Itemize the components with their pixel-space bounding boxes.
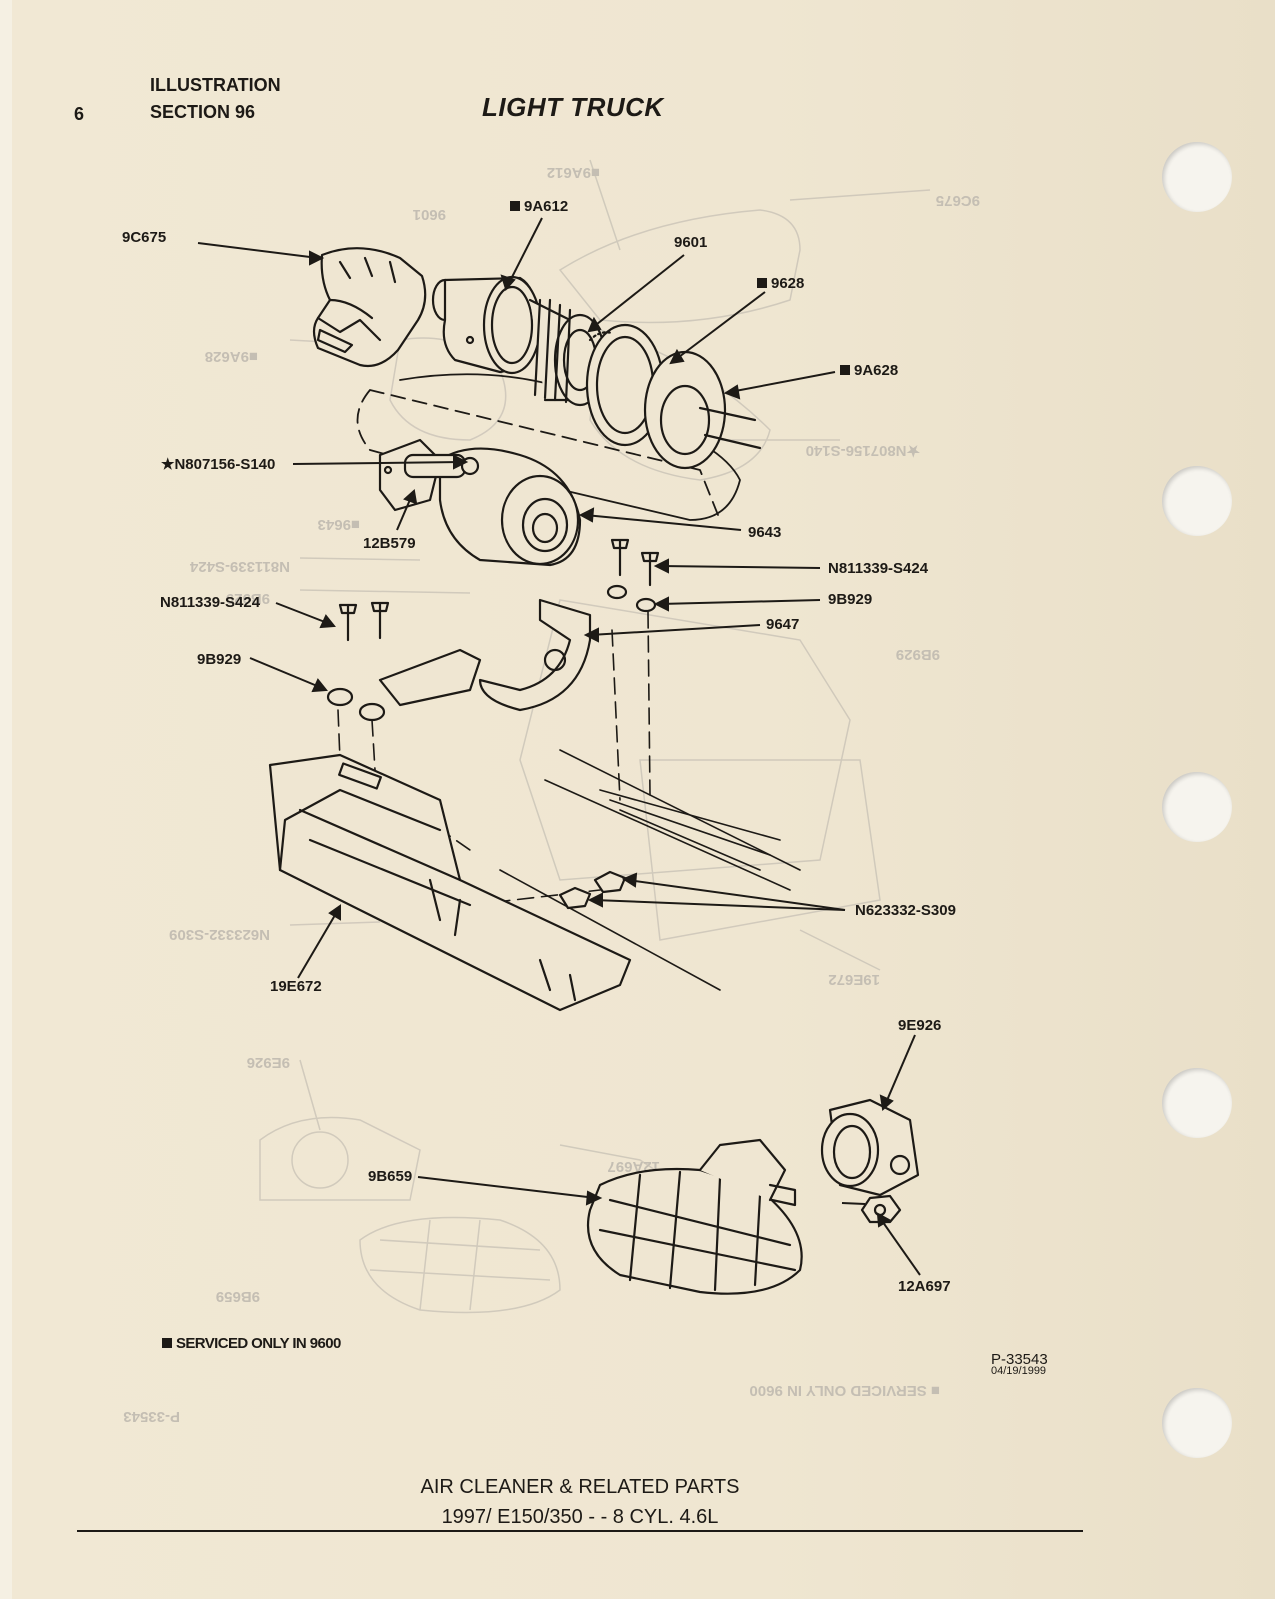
callout-9643: 9643	[748, 524, 782, 541]
callout-9B659: 9B659	[368, 1168, 413, 1185]
svg-text:N811339-S424: N811339-S424	[189, 558, 290, 575]
part-9A612-cleaner-body	[431, 275, 542, 375]
svg-text:9B659: 9B659	[216, 1288, 260, 1305]
binder-hole	[1162, 1068, 1232, 1138]
serviced-marker-icon	[840, 365, 850, 375]
callout-9B929-left: 9B929	[197, 651, 242, 668]
svg-text:P-33543: P-33543	[123, 1408, 180, 1425]
binder-hole	[1162, 772, 1232, 842]
svg-text:9601: 9601	[413, 206, 446, 223]
drawing-date: 04/19/1999	[991, 1365, 1047, 1377]
page-edge	[0, 0, 12, 1599]
callout-9628-text: 9628	[771, 275, 805, 292]
svg-text:■9A628: ■9A628	[205, 348, 258, 365]
part-9A628-end-cover	[643, 350, 762, 470]
svg-text:19E672: 19E672	[828, 971, 880, 988]
callout-9628: 9628	[757, 275, 804, 292]
serviced-note: SERVICED ONLY IN 9600	[162, 1335, 341, 1352]
binder-hole	[1162, 466, 1232, 536]
callout-9A612-text: 9A612	[524, 198, 569, 215]
part-9B929-left-grommets	[326, 687, 386, 722]
callout-N623332-S309: N623332-S309	[855, 902, 956, 919]
part-9647-bracket	[378, 598, 592, 712]
svg-text:9B929: 9B929	[226, 590, 270, 607]
svg-text:9E926: 9E926	[247, 1054, 290, 1071]
callout-9E926: 9E926	[898, 1017, 942, 1034]
part-9C675-inlet-duct	[312, 247, 427, 368]
callout-9A612: 9A612	[510, 198, 568, 215]
serviced-note-text: SERVICED ONLY IN 9600	[176, 1335, 341, 1352]
svg-text:N623332-S309: N623332-S309	[169, 926, 270, 943]
part-N623332-S309-nuts	[558, 870, 627, 910]
svg-text:■9A612: ■9A612	[547, 164, 600, 181]
footer-title: AIR CLEANER & RELATED PARTS	[420, 1476, 740, 1498]
serviced-marker-icon	[757, 278, 767, 288]
serviced-marker-icon	[162, 1338, 172, 1348]
part-9601-filter-element	[528, 298, 607, 407]
callout-9A628-text: 9A628	[854, 362, 899, 379]
svg-text:9B929: 9B929	[896, 646, 940, 663]
page-number: 6	[74, 104, 85, 124]
callout-N807156-S140: ★N807156-S140	[161, 456, 276, 473]
binder-hole	[1162, 1388, 1232, 1458]
binder-hole	[1162, 142, 1232, 212]
housing-outline-dashed	[356, 389, 721, 521]
callout-12B579: 12B579	[363, 535, 416, 552]
callout-N811339-S424-left: N811339-S424	[160, 594, 261, 611]
part-N811339-S424-left-screws	[338, 601, 390, 642]
page-title: LIGHT TRUCK	[482, 92, 664, 122]
callout-9647: 9647	[766, 616, 800, 633]
callout-9A628: 9A628	[840, 362, 898, 379]
svg-text:9C675: 9C675	[936, 192, 980, 209]
section-label: SECTION 96	[150, 102, 256, 122]
svg-text:★N807156-S140: ★N807156-S140	[806, 442, 920, 459]
callout-19E672: 19E672	[270, 978, 322, 995]
svg-text:■9643: ■9643	[318, 516, 360, 533]
part-N811339-S424-right-screws	[610, 538, 660, 587]
callout-9601: 9601	[674, 234, 708, 251]
part-9E926-adapter	[820, 1098, 920, 1197]
footer-rule	[77, 1530, 1083, 1532]
part-9B929-right-grommets	[606, 584, 657, 613]
svg-text:■ SERVICED ONLY IN 9600: ■ SERVICED ONLY IN 9600	[749, 1382, 940, 1399]
part-9643-housing	[438, 447, 582, 567]
callout-9C675: 9C675	[122, 229, 167, 246]
callout-leaders	[197, 217, 921, 1276]
serviced-marker-icon	[510, 201, 520, 211]
callout-9B929-right: 9B929	[828, 591, 873, 608]
bleed-through-text: ■9A612 9C675 9601 ■9A628 ★N807156-S140 ■…	[123, 164, 980, 1425]
part-12B579-sensor	[378, 438, 480, 512]
illustration-label: ILLUSTRATION	[150, 75, 281, 95]
drawing-number: P-33543	[991, 1351, 1048, 1368]
engine-rails	[499, 749, 801, 991]
footer-subtitle: 1997/ E150/350 - - 8 CYL. 4.6L	[441, 1506, 719, 1528]
callout-N811339-S424-right: N811339-S424	[828, 560, 929, 577]
part-19E672-tray	[268, 753, 632, 1012]
callout-12A697: 12A697	[898, 1278, 951, 1295]
part-9B659-intake-tube	[586, 1138, 803, 1295]
